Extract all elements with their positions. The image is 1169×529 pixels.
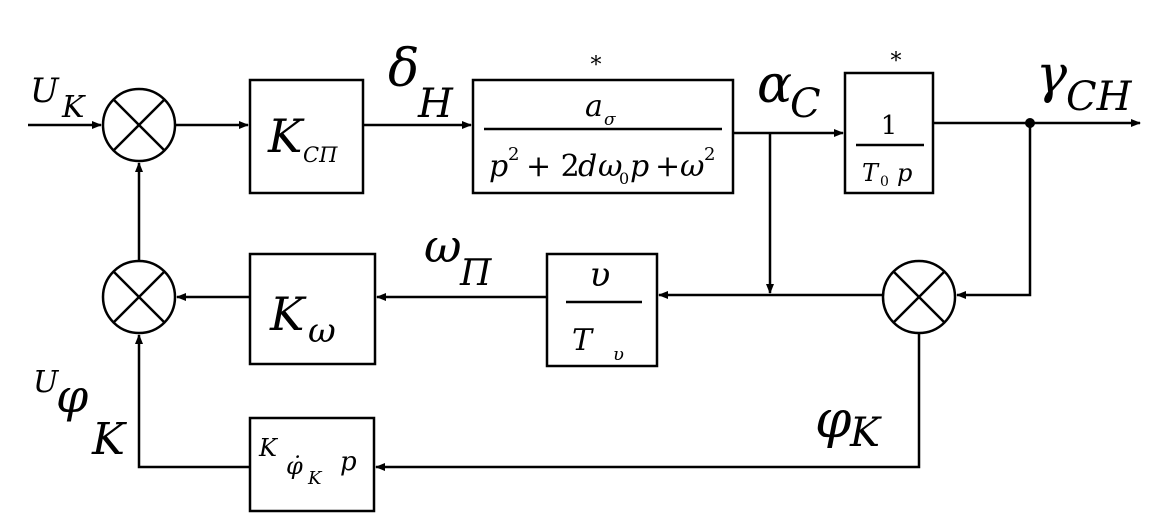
plant-den-w2-exp: 2 <box>704 144 715 165</box>
svg-text:CH: CH <box>1066 74 1133 120</box>
label-alpha-c: α C <box>757 55 821 127</box>
plant-star: * <box>591 53 602 78</box>
k-phidot-p: p <box>340 447 357 477</box>
u-phi-k-line <box>135 334 250 469</box>
svg-text:K: K <box>91 414 127 465</box>
svg-text:K: K <box>61 90 86 125</box>
label-u-phi-k: U φ K <box>33 365 127 465</box>
svg-text:δ: δ <box>388 39 419 99</box>
v-den-t: T <box>572 323 594 358</box>
block-integrator <box>843 71 935 195</box>
integrator-den-sub: 0 <box>880 174 889 190</box>
gamma-feedback-line <box>956 123 1032 299</box>
summing-junction-right <box>881 259 957 335</box>
plant-den-w-sub: 0 <box>619 169 629 188</box>
label-gamma-ch: γ CH <box>1036 45 1133 120</box>
k-sp-main: K <box>267 109 305 163</box>
k-phidot-subsub: K <box>307 468 323 489</box>
label-phi-k: φ K <box>815 390 882 456</box>
svg-text:U: U <box>30 71 60 111</box>
label-u-k: U K <box>30 71 86 125</box>
block-plant <box>471 78 735 195</box>
k-sp-sub: CП <box>303 143 338 167</box>
plant-den-p2: p <box>630 149 649 184</box>
v-den-sub: υ <box>613 344 624 365</box>
svg-text:U: U <box>33 365 60 400</box>
k-phidot-sub: φ̇ <box>286 452 303 480</box>
plant-den-w: ω <box>598 149 622 184</box>
svg-text:K: K <box>849 410 882 456</box>
summing-junction-top <box>101 87 177 163</box>
plant-den-w2: ω <box>680 149 704 184</box>
svg-text:α: α <box>757 55 792 115</box>
summing-junction-bottom-left <box>101 259 177 335</box>
integrator-den-p: p <box>897 159 912 187</box>
phi-k-line <box>375 333 921 471</box>
plant-den-p: p <box>489 149 508 184</box>
label-delta-h: δ H <box>388 39 454 127</box>
block-k-phidot <box>248 416 376 513</box>
plant-num-a: a <box>585 89 603 124</box>
k-omega-sub: ω <box>308 311 336 351</box>
plant-den-p-exp: 2 <box>508 144 519 165</box>
plant-num-sub: σ <box>604 110 616 130</box>
block-v <box>545 252 659 368</box>
svg-text:C: C <box>790 81 821 127</box>
k-phidot-main: K <box>258 434 279 462</box>
integrator-den-t: T <box>862 159 880 187</box>
svg-text:ω: ω <box>424 219 462 273</box>
plant-den-plus1: + 2 <box>526 149 580 184</box>
svg-text:φ: φ <box>815 390 852 450</box>
v-num: υ <box>590 255 611 295</box>
integrator-star: * <box>891 49 902 74</box>
block-k-omega <box>248 252 377 366</box>
svg-text:П: П <box>459 253 492 294</box>
k-omega-main: K <box>269 287 307 341</box>
integrator-num: 1 <box>881 111 898 141</box>
label-omega-p: ω П <box>424 219 492 294</box>
block-k-sp <box>248 78 365 195</box>
svg-text:φ: φ <box>56 369 89 423</box>
svg-text:H: H <box>417 81 454 127</box>
plant-den-d: d <box>578 149 597 184</box>
svg-text:γ: γ <box>1036 45 1068 105</box>
plant-den-plus2: + <box>655 149 680 184</box>
